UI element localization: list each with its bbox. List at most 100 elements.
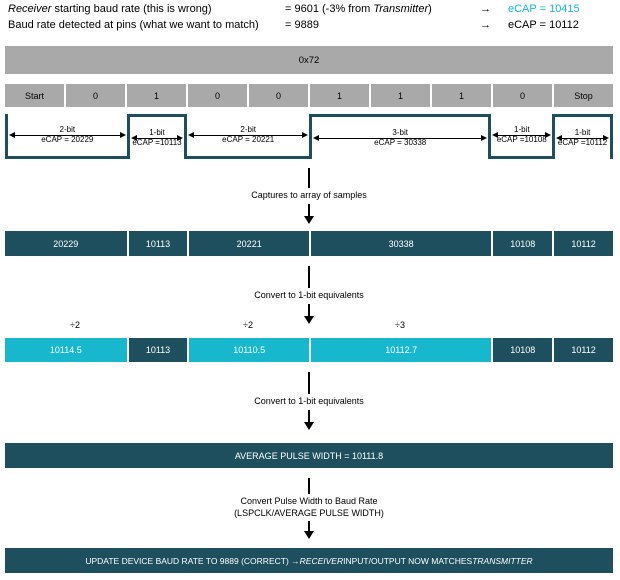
- receiver-word: RECEIVER: [299, 555, 344, 566]
- flow-arrow-convert-2: Convert to 1-bit equivalents: [5, 372, 613, 430]
- convert-step-label: Convert to 1-bit equivalents: [254, 290, 364, 300]
- arrowhead-left-icon: [188, 132, 195, 138]
- arrowhead-right-icon: [602, 135, 609, 141]
- detected-baud-value: = 9889: [285, 19, 319, 31]
- arrowhead-left-icon: [556, 135, 563, 141]
- bit-cell: 0: [493, 84, 552, 107]
- segment-bits-label: 1-bit: [149, 128, 165, 137]
- receiver-ecap-value: eCAP = 10415: [508, 3, 580, 15]
- segment-ecap-label: eCAP =10108: [496, 135, 547, 144]
- converted-cell-highlight: 10110.5: [187, 338, 309, 362]
- arrowhead-right-icon: [301, 132, 308, 138]
- measure-line: [560, 138, 605, 139]
- divisor-label: ÷2: [70, 320, 80, 330]
- bit-cell: 1: [432, 84, 491, 107]
- arrow-line: [307, 521, 311, 532]
- sample-cell: 10108: [491, 231, 553, 256]
- baud-convert-label-line2: (LSPCLK/AVERAGE PULSE WIDTH): [234, 507, 384, 518]
- receiver-label-rest: starting baud rate (this is wrong): [51, 3, 212, 15]
- right-arrow-glyph: →: [480, 19, 491, 31]
- receiver-value-suffix: ): [428, 3, 432, 15]
- sample-cell: 10112: [552, 231, 613, 256]
- bit-cell: 0: [249, 84, 308, 107]
- converted-cell: 10108: [491, 338, 553, 362]
- arrowhead-right-icon: [481, 135, 488, 141]
- arrowhead-left-icon: [313, 135, 319, 141]
- arrow-line: [307, 478, 311, 494]
- average-pulse-width-bar: AVERAGE PULSE WIDTH = 10111.8: [5, 443, 613, 468]
- segment-ecap-label: eCAP = 30338: [374, 138, 427, 147]
- arrow-line: [307, 168, 311, 188]
- arrowhead-right-icon: [177, 135, 184, 141]
- down-arrowhead-icon: [304, 531, 314, 540]
- arrow-line: [307, 266, 311, 288]
- segment-ecap-label: eCAP = 20229: [41, 135, 94, 144]
- bit-cell-start: Start: [5, 84, 64, 107]
- segment-bits-label: 2-bit: [59, 125, 76, 134]
- down-arrowhead-icon: [304, 421, 314, 430]
- down-arrowhead-icon: [304, 215, 314, 224]
- arrowhead-left-icon: [492, 132, 499, 138]
- bit-cell-stop: Stop: [554, 84, 613, 107]
- arrowhead-right-icon: [119, 132, 126, 138]
- sample-cell: 20221: [187, 231, 309, 256]
- arrowhead-left-icon: [130, 135, 137, 141]
- divisor-label: ÷3: [395, 320, 405, 330]
- flow-arrow-baud-rate: Convert Pulse Width to Baud Rate (LSPCLK…: [5, 478, 613, 540]
- bit-cell: 0: [188, 84, 247, 107]
- arrow-line: [307, 203, 311, 216]
- receiver-value-prefix: = 9601 (-3% from: [285, 3, 374, 15]
- converted-cell: 10112: [552, 338, 613, 362]
- average-pulse-width-label: AVERAGE PULSE WIDTH = 10111.8: [234, 450, 384, 461]
- segment-bits-label: 1-bit: [574, 128, 591, 137]
- arrowhead-left-icon: [9, 132, 15, 138]
- receiver-word: Receiver: [8, 3, 52, 15]
- bit-cell: 0: [66, 84, 125, 107]
- segment-ecap-label: eCAP =10112: [557, 138, 608, 147]
- sample-cell: 10113: [126, 231, 188, 256]
- capture-step-label: Captures to array of samples: [251, 190, 367, 200]
- final-text-prefix: UPDATE DEVICE BAUD RATE TO 9889 (CORRECT…: [85, 555, 300, 566]
- detected-baud-label: Baud rate detected at pins (what we want…: [8, 19, 259, 31]
- segment-ecap-label: eCAP = 20221: [222, 135, 275, 144]
- measure-line: [13, 135, 122, 136]
- divisor-label: ÷2: [243, 320, 253, 330]
- converted-cell-highlight: 10112.7: [308, 338, 492, 362]
- right-arrow-glyph: →: [480, 3, 491, 15]
- measure-line: [192, 135, 304, 136]
- samples-array-bar: 20229 10113 20221 30338 10108 10112: [5, 231, 613, 256]
- down-arrowhead-icon: [304, 315, 314, 324]
- measure-line: [317, 138, 484, 139]
- segment-ecap-label: eCAP =10113: [132, 138, 182, 147]
- arrow-line: [307, 372, 311, 394]
- segment-bits-label: 1-bit: [514, 125, 530, 134]
- receiver-baud-value: = 9601 (-3% from Transmitter): [285, 3, 432, 15]
- convert-step-label: Convert to 1-bit equivalents: [254, 396, 364, 406]
- flow-arrow-capture: Captures to array of samples: [5, 168, 613, 224]
- final-text-middle: INPUT/OUTPUT NOW MATCHES: [343, 555, 473, 566]
- sample-cell: 30338: [308, 231, 492, 256]
- measure-line: [496, 135, 548, 136]
- bit-cell: 1: [127, 84, 186, 107]
- measure-line: [134, 138, 180, 139]
- byte-value-bar: 0x72: [5, 46, 613, 74]
- arrow-line: [307, 409, 311, 422]
- update-baud-rate-bar: UPDATE DEVICE BAUD RATE TO 9889 (CORRECT…: [5, 548, 613, 573]
- converted-cell: 10113: [126, 338, 188, 362]
- bit-row: Start 0 1 0 0 1 1 1 0 Stop: [5, 84, 613, 107]
- arrow-line: [307, 303, 311, 316]
- baud-convert-label-line1: Convert Pulse Width to Baud Rate: [240, 496, 378, 506]
- receiver-baud-label: Receiver starting baud rate (this is wro…: [8, 3, 212, 15]
- segment-bits-label: 2-bit: [240, 125, 256, 134]
